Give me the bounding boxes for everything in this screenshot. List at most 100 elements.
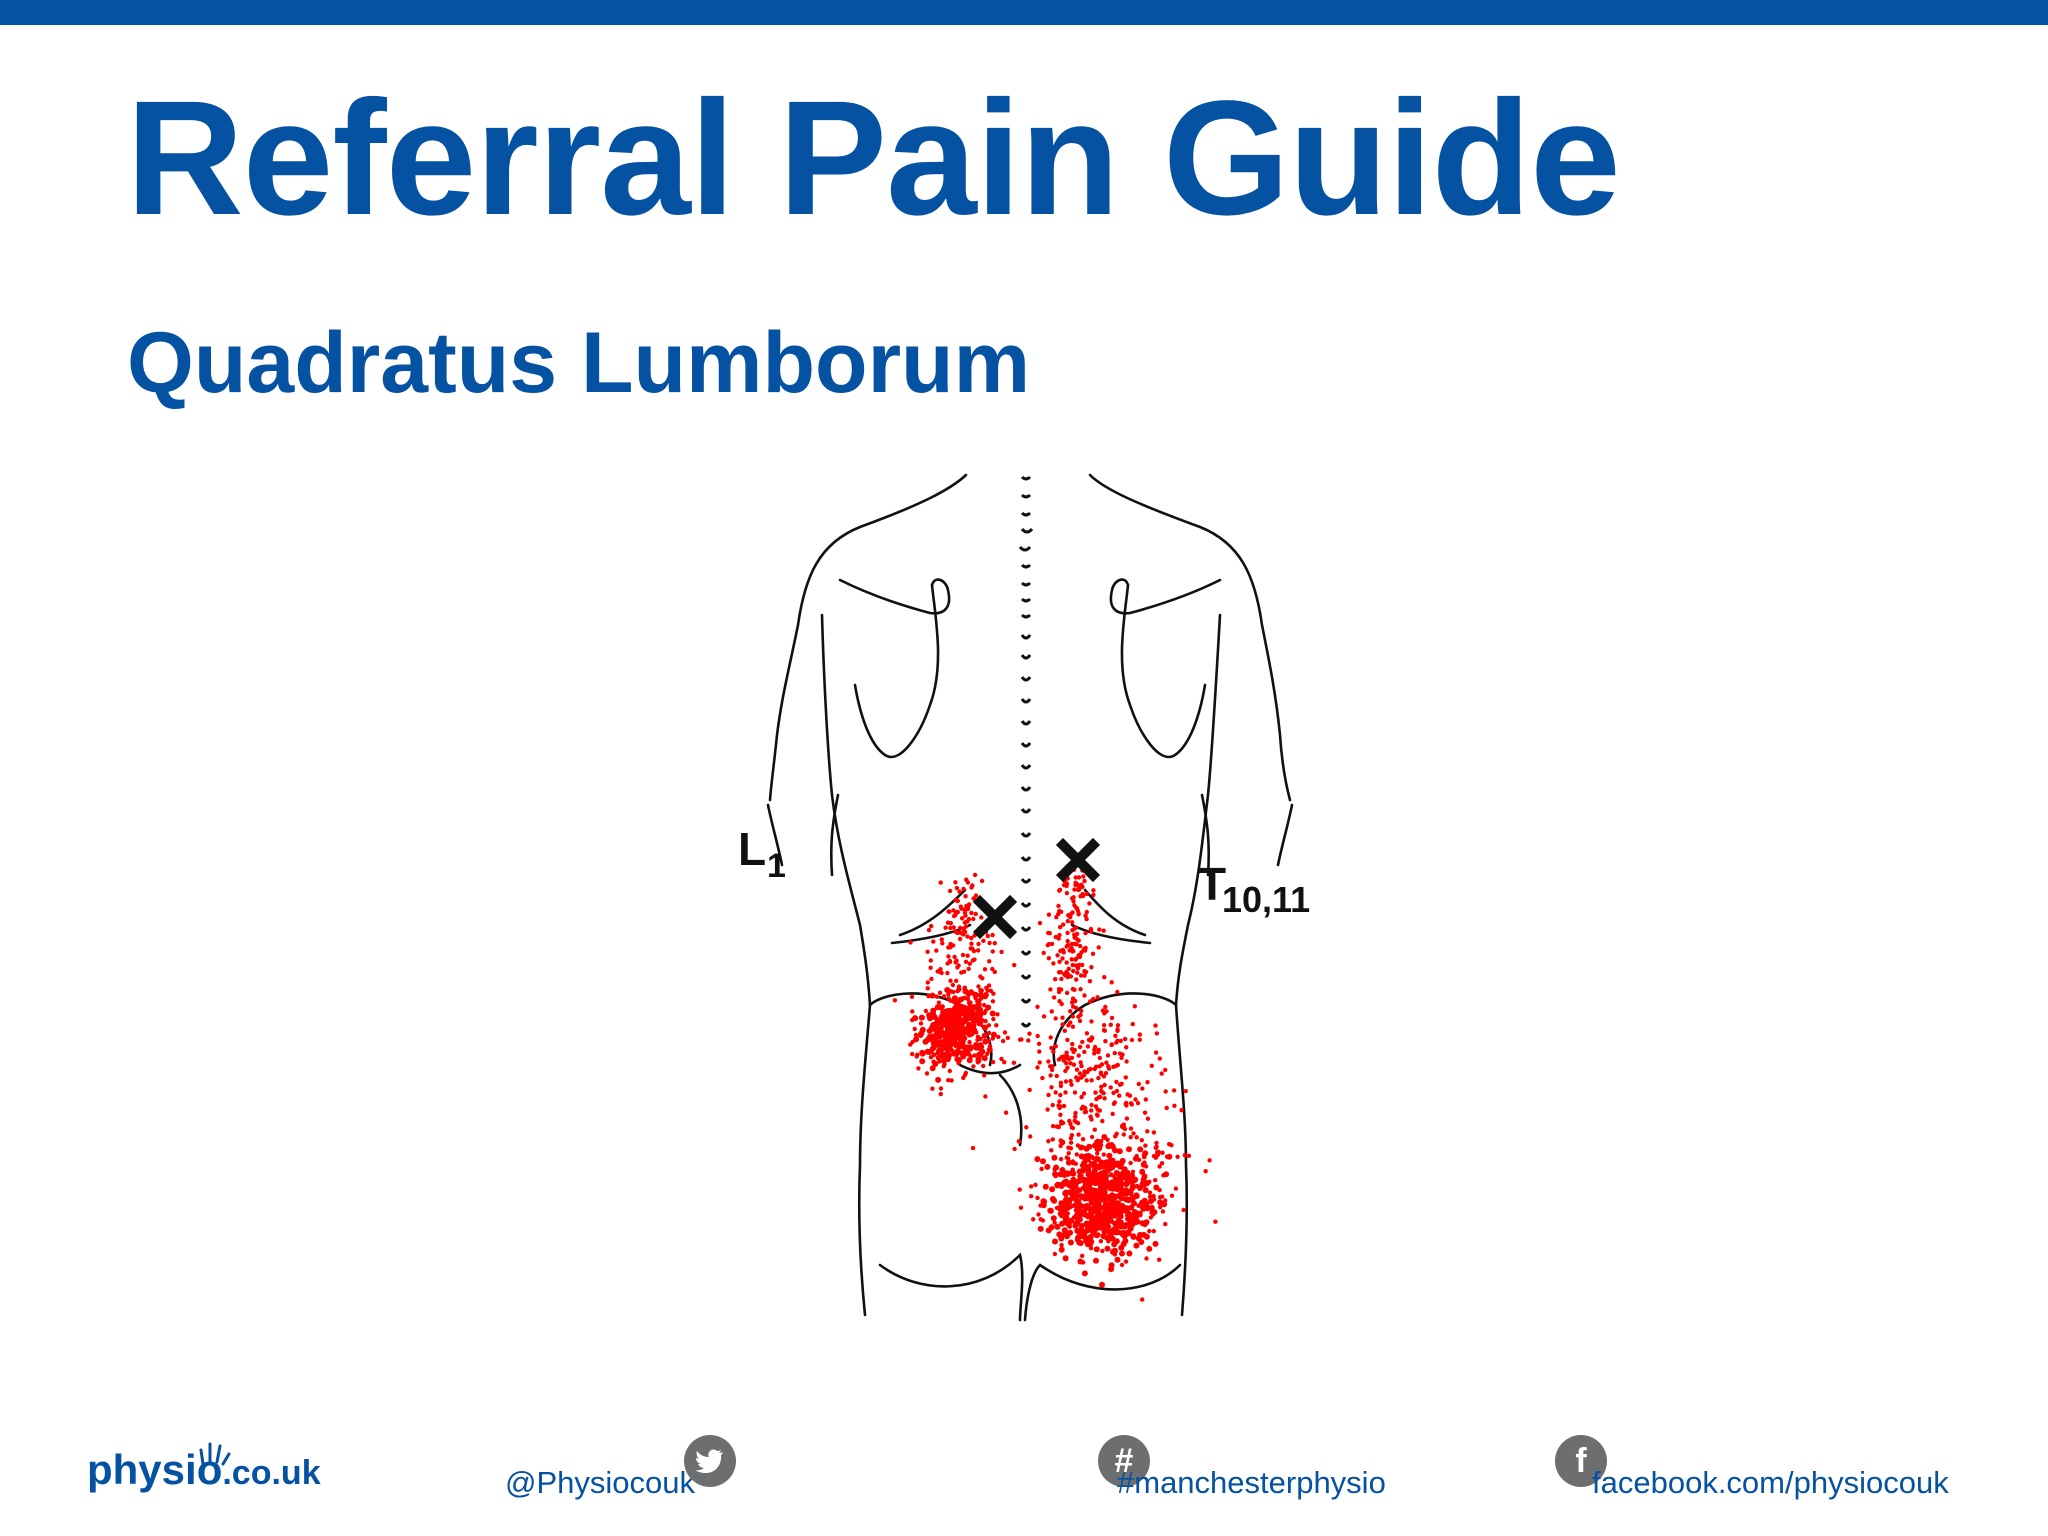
pain-dot [957, 1018, 964, 1025]
pain-dot [1017, 1187, 1022, 1192]
pain-dot [1104, 1245, 1111, 1252]
pain-dot [945, 1055, 951, 1062]
pain-dot [1151, 1193, 1156, 1199]
pain-dot [982, 1038, 989, 1045]
pain-dot [970, 883, 975, 888]
twitter-link[interactable]: @Physiocouk [505, 1465, 695, 1500]
pain-dot [1087, 901, 1092, 906]
pain-dot [953, 880, 958, 885]
pain-dot [969, 910, 974, 916]
pain-dot [973, 1044, 980, 1051]
pain-dot [1137, 1037, 1142, 1042]
pain-dot [1058, 1092, 1063, 1098]
pain-dot [1151, 1209, 1158, 1216]
pain-dot [1069, 1133, 1075, 1138]
pain-dot [1113, 1201, 1120, 1208]
pain-dot [951, 925, 956, 930]
pain-dot [1069, 1055, 1075, 1060]
pain-dot [935, 1076, 942, 1083]
pain-dot [971, 916, 976, 922]
pain-dot [1114, 1131, 1119, 1136]
pain-dot [1046, 930, 1051, 936]
pain-dot [1141, 1173, 1148, 1180]
pain-dot [967, 961, 972, 966]
pain-dot [1095, 1219, 1102, 1226]
pain-dot [1099, 1062, 1105, 1067]
pain-dot [1046, 1092, 1051, 1098]
pain-dot [1125, 1215, 1131, 1222]
pain-dot [1105, 1228, 1112, 1235]
pain-dot [1159, 1071, 1164, 1076]
pain-dot [1155, 1149, 1161, 1156]
pain-dot [934, 1004, 941, 1011]
pain-dot [999, 1056, 1004, 1062]
pain-dot [1118, 1206, 1125, 1213]
pain-dot [1077, 1071, 1083, 1076]
pain-dot [1035, 1065, 1040, 1070]
pain-dot [1069, 1082, 1074, 1087]
pain-dot [1133, 1193, 1140, 1199]
twitter-icon[interactable] [684, 1435, 736, 1487]
pain-dot [1147, 1228, 1152, 1234]
pain-dot [1071, 899, 1076, 904]
pain-dot [1092, 1044, 1098, 1050]
pain-dot [910, 1051, 915, 1057]
pain-dot [1147, 1190, 1153, 1195]
pain-dot [1067, 1189, 1073, 1196]
facebook-icon[interactable]: f [1555, 1435, 1607, 1487]
pain-dot [1024, 1125, 1029, 1130]
pain-dot [971, 1018, 977, 1025]
hashtag-icon[interactable]: # [1098, 1435, 1150, 1487]
pain-dot [1082, 1049, 1087, 1055]
pain-dot [912, 1026, 917, 1032]
pain-dot [1076, 1053, 1081, 1058]
pain-dot [975, 1001, 982, 1008]
pain-dot [961, 969, 967, 974]
pain-dot [946, 945, 951, 950]
pain-dot [1095, 1138, 1100, 1143]
pain-dot [1164, 1105, 1169, 1111]
pain-dot [1061, 1058, 1066, 1063]
hashtag-link[interactable]: #manchesterphysio [1117, 1465, 1386, 1500]
pain-dot [1033, 1182, 1038, 1187]
pain-dot [1071, 1160, 1076, 1166]
x-mark-icon [1055, 837, 1101, 883]
pain-dot [1103, 1173, 1110, 1180]
pain-dot [1049, 1186, 1056, 1193]
facebook-link[interactable]: facebook.com/physiocouk [1592, 1465, 1949, 1500]
pain-dot [1092, 1127, 1097, 1132]
pain-dot [1037, 1225, 1044, 1232]
pain-dot [1079, 1008, 1084, 1013]
pain-dot [1037, 1049, 1042, 1054]
pain-dot [1119, 1157, 1126, 1164]
pain-dot [1120, 1229, 1127, 1236]
pain-dot [1157, 1056, 1162, 1061]
pain-dot [1179, 1108, 1184, 1113]
pain-dot [1063, 1068, 1068, 1074]
pain-dot [1149, 1063, 1154, 1068]
pain-dot [1062, 1028, 1067, 1033]
pain-dot [1100, 1118, 1105, 1124]
pain-dot [915, 1052, 920, 1057]
pain-dot [1074, 1075, 1079, 1080]
page-subtitle: Quadratus Lumborum [127, 315, 1031, 411]
pain-dot [978, 991, 984, 996]
pain-dot [951, 908, 956, 913]
pain-dot [1101, 1152, 1106, 1157]
pain-dot [1058, 1181, 1065, 1188]
pain-dot [1154, 1031, 1160, 1036]
pain-dot [983, 1094, 988, 1099]
pain-dot [952, 1005, 958, 1012]
spine-vertebrae [1018, 475, 1034, 1028]
pain-dot [973, 911, 978, 917]
pain-dot [1123, 1196, 1130, 1203]
pain-dot [1071, 968, 1076, 974]
pain-dot [937, 990, 943, 995]
pain-dot [913, 1032, 919, 1038]
page-title: Referral Pain Guide [126, 66, 1621, 249]
pain-dot [1088, 1199, 1095, 1206]
pain-dot [1067, 1118, 1072, 1124]
pain-dot [1105, 1053, 1111, 1058]
pain-dot [1129, 1037, 1135, 1043]
pain-dot [1073, 1114, 1078, 1119]
